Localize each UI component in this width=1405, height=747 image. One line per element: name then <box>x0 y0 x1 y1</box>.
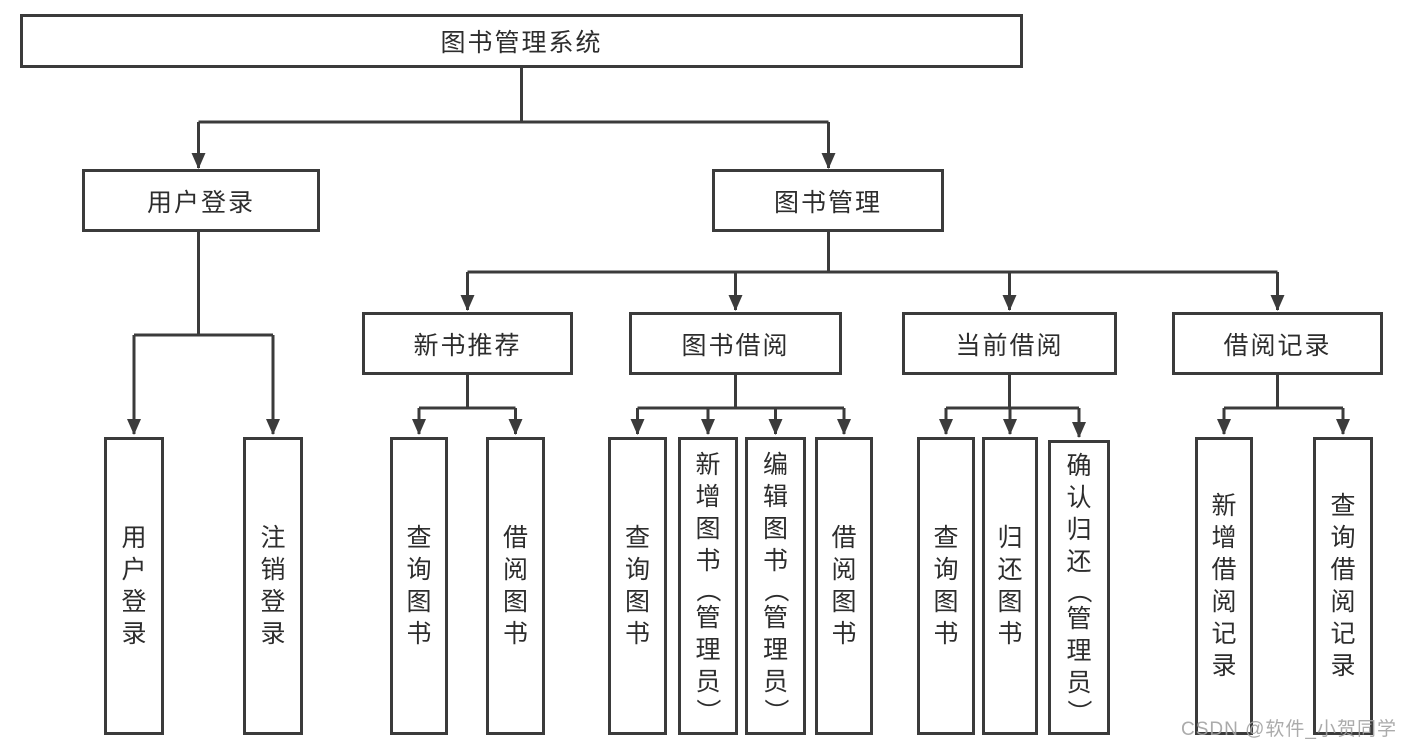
leaf-record-query-record-label: 查询借阅记录 <box>1330 491 1356 680</box>
leaf-recommend-query-book: 查询图书 <box>390 437 448 735</box>
node-borrow-record: 借阅记录 <box>1172 312 1383 375</box>
leaf-current-confirm-return-admin: 确认归还（管理员） <box>1048 440 1110 735</box>
leaf-record-add-record-label: 新增借阅记录 <box>1211 491 1237 680</box>
leaf-current-query-book: 查询图书 <box>917 437 975 735</box>
leaf-logout-label: 注销登录 <box>260 523 286 648</box>
leaf-logout: 注销登录 <box>243 437 303 735</box>
leaf-borrow-borrow-book-label: 借阅图书 <box>831 523 857 648</box>
leaf-record-query-record: 查询借阅记录 <box>1313 437 1373 735</box>
leaf-current-query-book-label: 查询图书 <box>933 523 959 648</box>
leaf-user-login: 用户登录 <box>104 437 164 735</box>
node-new-book-recommend: 新书推荐 <box>362 312 573 375</box>
node-user-login: 用户登录 <box>82 169 320 232</box>
node-user-login-label: 用户登录 <box>146 188 255 217</box>
leaf-borrow-query-book-label: 查询图书 <box>624 523 650 648</box>
leaf-current-return-book: 归还图书 <box>982 437 1038 735</box>
leaf-borrow-borrow-book: 借阅图书 <box>815 437 873 735</box>
node-book-borrow: 图书借阅 <box>629 312 842 375</box>
leaf-borrow-edit-book-admin: 编辑图书（管理员） <box>745 437 806 735</box>
node-root-system-label: 图书管理系统 <box>440 29 603 57</box>
node-book-borrow-label: 图书借阅 <box>681 331 790 360</box>
leaf-current-return-book-label: 归还图书 <box>997 523 1023 648</box>
leaf-borrow-query-book: 查询图书 <box>608 437 667 735</box>
node-borrow-record-label: 借阅记录 <box>1223 331 1332 360</box>
leaf-current-confirm-return-admin-label: 确认归还（管理员） <box>1064 452 1093 725</box>
csdn-watermark: CSDN @软件_小贺同学 <box>1181 719 1397 740</box>
leaf-borrow-edit-book-admin-label: 编辑图书（管理员） <box>761 450 790 724</box>
node-book-management: 图书管理 <box>712 169 944 232</box>
leaf-record-add-record: 新增借阅记录 <box>1195 437 1253 735</box>
leaf-borrow-add-book-admin-label: 新增图书（管理员） <box>693 450 722 724</box>
node-new-book-recommend-label: 新书推荐 <box>413 331 522 360</box>
leaf-user-login-label: 用户登录 <box>121 523 147 648</box>
node-current-borrow: 当前借阅 <box>902 312 1117 375</box>
node-root-system: 图书管理系统 <box>20 14 1023 68</box>
node-current-borrow-label: 当前借阅 <box>955 331 1064 360</box>
leaf-recommend-borrow-book: 借阅图书 <box>486 437 545 735</box>
leaf-borrow-add-book-admin: 新增图书（管理员） <box>678 437 738 735</box>
leaf-recommend-query-book-label: 查询图书 <box>406 523 432 648</box>
node-book-management-label: 图书管理 <box>773 188 882 217</box>
leaf-recommend-borrow-book-label: 借阅图书 <box>502 523 528 648</box>
